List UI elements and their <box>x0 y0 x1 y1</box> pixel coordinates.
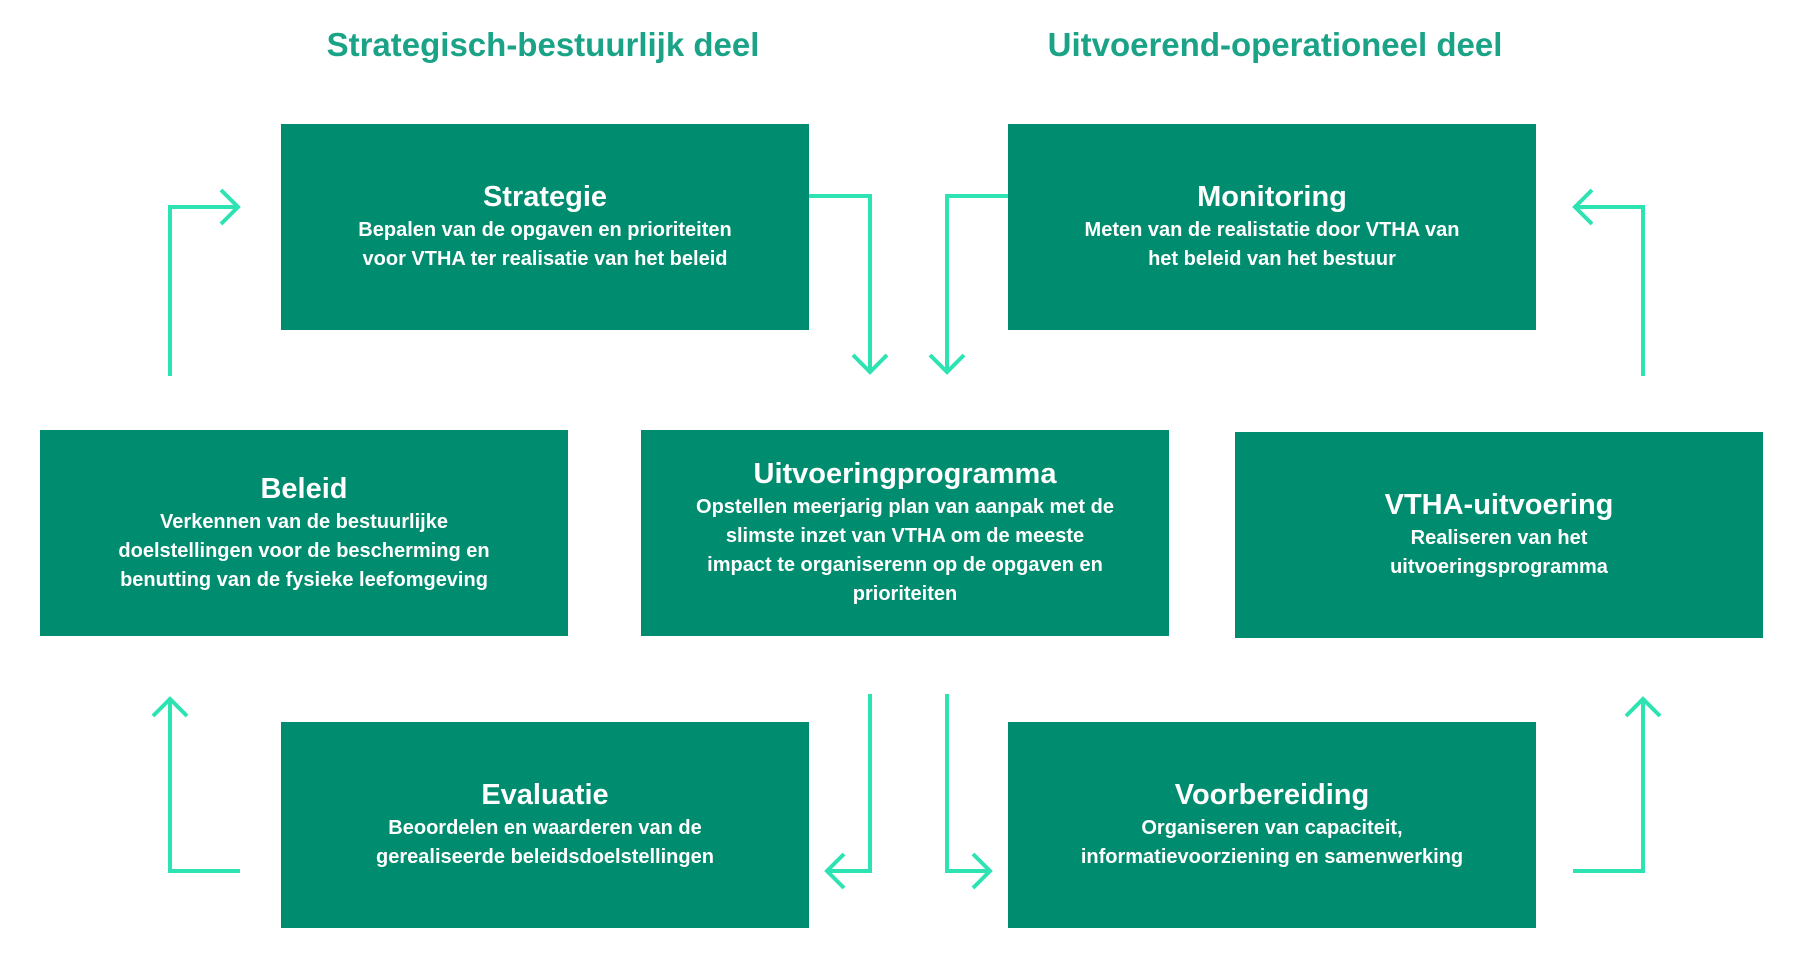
box-evaluatie-line: Beoordelen en waarderen van de <box>388 817 702 839</box>
box-strategie: Strategie Bepalen van de opgaven en prio… <box>281 124 809 330</box>
box-uitvoeringprogramma-line: prioriteiten <box>852 583 958 605</box>
box-beleid-line: Verkennen van de bestuurlijke <box>160 510 448 533</box>
box-strategie-title: Strategie <box>482 181 608 213</box>
box-uitvoeringprogramma-title: Uitvoeringprogramma <box>753 458 1057 490</box>
box-evaluatie: Evaluatie Beoordelen en waarderen van de… <box>281 722 809 928</box>
box-voorbereiding: Voorbereiding Organiseren van capaciteit… <box>1008 722 1536 928</box>
arrowhead-left-monitoring <box>1572 188 1594 226</box>
arrowhead-down-uitvoeringprogramma-right <box>928 353 966 375</box>
arrowhead-up-vtha <box>1624 696 1662 718</box>
box-voorbereiding-title: Voorbereiding <box>1174 779 1370 811</box>
arrowhead-left-evaluatie <box>824 852 846 890</box>
arrowhead-up-beleid <box>151 696 189 718</box>
arrow-vtha-to-monitoring <box>1575 205 1645 376</box>
box-vtha-uitvoering-line: uitvoeringsprogramma <box>1390 556 1608 578</box>
box-voorbereiding-line: informatievoorziening en samenwerking <box>1080 846 1464 868</box>
box-monitoring-title: Monitoring <box>1197 181 1347 213</box>
box-beleid-line: doelstellingen voor de bescherming en <box>118 539 490 562</box>
arrow-strategie-to-uitvoeringprogramma <box>782 194 872 372</box>
box-beleid-line: benutting van de fysieke leefomgeving <box>120 568 488 591</box>
box-strategie-line: Bepalen van de opgaven en prioriteiten <box>358 219 732 241</box>
box-vtha-uitvoering-line: Realiseren van het <box>1410 527 1588 549</box>
box-monitoring-line: het beleid van het bestuur <box>1148 248 1396 270</box>
heading-strategic: Strategisch-bestuurlijk deel <box>326 26 760 63</box>
box-voorbereiding-line: Organiseren van capaciteit, <box>1141 817 1403 839</box>
arrow-voorbereiding-to-vtha <box>1573 699 1645 873</box>
box-evaluatie-line: gerealiseerde beleidsdoelstellingen <box>376 846 714 868</box>
box-vtha-uitvoering-title: VTHA-uitvoering <box>1384 489 1614 521</box>
box-strategie-line: voor VTHA ter realisatie van het beleid <box>362 248 728 270</box>
arrow-beleid-to-strategie <box>168 205 238 376</box>
arrow-uitvoeringprogramma-to-voorbereiding <box>945 694 990 873</box>
box-beleid: Beleid Verkennen van de bestuurlijke doe… <box>40 430 568 636</box>
box-uitvoeringprogramma-line: slimste inzet van VTHA om de meeste <box>725 525 1085 547</box>
box-uitvoeringprogramma: Uitvoeringprogramma Opstellen meerjarig … <box>641 430 1169 636</box>
box-evaluatie-title: Evaluatie <box>481 779 609 811</box>
box-monitoring: Monitoring Meten van de realistatie door… <box>1008 124 1536 330</box>
arrowhead-right-strategie <box>219 188 241 226</box>
box-monitoring-line: Meten van de realistatie door VTHA van <box>1084 219 1460 241</box>
arrow-evaluatie-to-beleid <box>168 700 240 873</box>
arrow-monitoring-to-uitvoeringprogramma <box>945 194 1037 372</box>
box-uitvoeringprogramma-line: Opstellen meerjarig plan van aanpak met … <box>696 496 1114 518</box>
arrowhead-right-voorbereiding <box>971 852 993 890</box>
arrow-uitvoeringprogramma-to-evaluatie <box>827 694 872 873</box>
box-vtha-uitvoering: VTHA-uitvoering Realiseren van het uitvo… <box>1235 432 1763 638</box>
arrowhead-down-uitvoeringprogramma-left <box>851 353 889 375</box>
box-uitvoeringprogramma-line: impact te organiserenn op de opgaven en <box>707 554 1103 576</box>
box-beleid-title: Beleid <box>260 472 348 505</box>
heading-operational: Uitvoerend-operationeel deel <box>1047 26 1503 63</box>
